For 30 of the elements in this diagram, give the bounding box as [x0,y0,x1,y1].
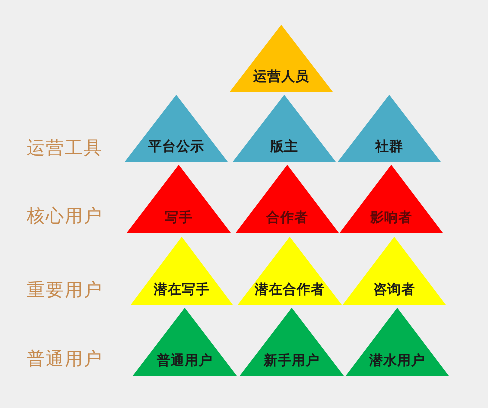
triangle [238,237,342,305]
row-label: 运营工具 [27,138,103,160]
triangle-label: 版主 [270,139,298,155]
triangle [343,237,446,305]
triangle [240,308,344,376]
row-label: 核心用户 [27,206,103,228]
triangle-label: 平台公示 [148,139,204,155]
triangle [127,165,231,233]
triangle-label: 新手用户 [264,353,320,369]
triangle [125,95,228,162]
triangle [236,165,339,233]
triangle-label: 潜水用户 [370,353,426,369]
row-label: 重要用户 [27,280,103,302]
triangle [338,95,441,162]
triangle [233,95,336,162]
triangle [133,308,237,376]
row-label: 普通用户 [27,349,103,371]
triangle-label: 影响者 [370,210,412,226]
triangle-label: 潜在写手 [154,282,210,298]
triangle [230,25,333,92]
triangle [346,308,449,376]
triangle-label: 合作者 [266,210,308,226]
triangle [131,237,233,305]
triangle-label: 写手 [165,210,193,226]
triangle-label: 潜在合作者 [255,282,325,298]
triangle [340,165,443,233]
triangle-label: 咨询者 [374,282,416,298]
triangle-label: 社群 [376,139,404,155]
triangle-label: 普通用户 [157,353,213,369]
triangle-label: 运营人员 [254,69,310,85]
